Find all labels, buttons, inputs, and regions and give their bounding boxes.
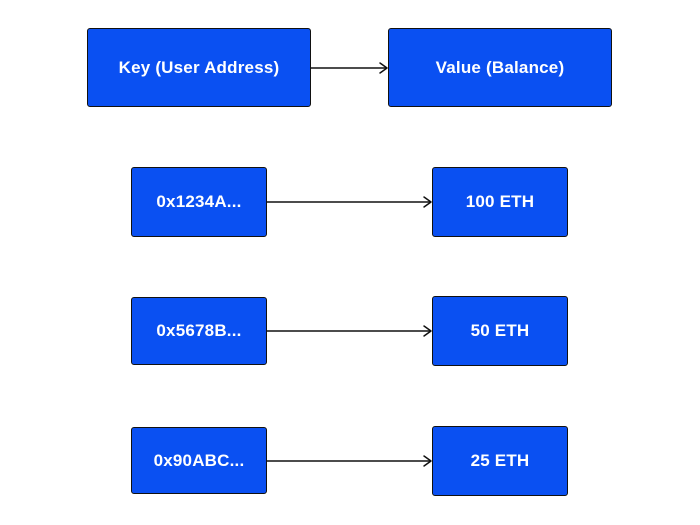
row-3-key-label: 0x90ABC... xyxy=(153,450,245,470)
row-1-key-label: 0x1234A... xyxy=(156,192,242,211)
row-1-arrow xyxy=(267,196,432,208)
header-arrow xyxy=(311,62,388,74)
header-key-label: Key (User Address) xyxy=(118,57,280,77)
row-1-value-label: 100 ETH xyxy=(465,192,535,211)
row-3-arrow xyxy=(267,455,432,467)
row-1-key-node: 0x1234A... xyxy=(131,167,267,237)
header-value-node: Value (Balance) xyxy=(388,28,612,107)
header-value-label: Value (Balance) xyxy=(435,57,565,77)
row-1-value-node: 100 ETH xyxy=(432,167,568,237)
row-2-key-node: 0x5678B... xyxy=(131,297,267,365)
row-2-value-label: 50 ETH xyxy=(470,321,530,340)
row-3-value-node: 25 ETH xyxy=(432,426,568,496)
row-2-arrow xyxy=(267,325,432,337)
row-2-value-node: 50 ETH xyxy=(432,296,568,366)
header-key-node: Key (User Address) xyxy=(87,28,311,107)
row-2-key-label: 0x5678B... xyxy=(156,321,242,340)
row-3-key-node: 0x90ABC... xyxy=(131,427,267,494)
row-3-value-label: 25 ETH xyxy=(470,451,530,470)
